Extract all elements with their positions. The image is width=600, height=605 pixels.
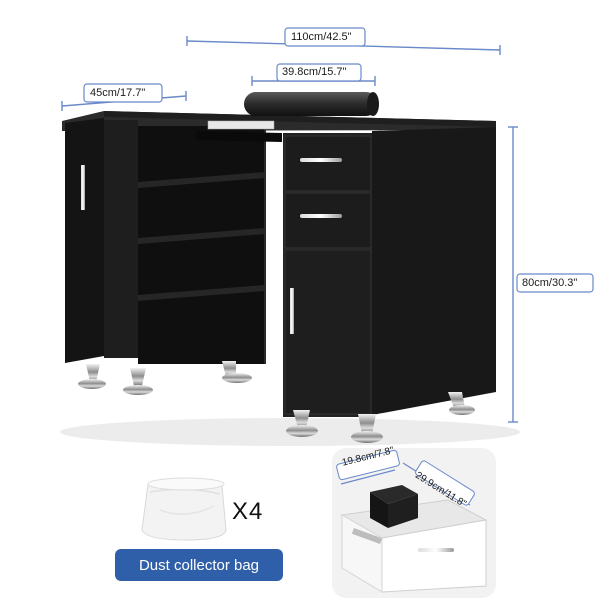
chrome-legs: [78, 361, 475, 443]
depth-dimension-label: 45cm/17.7": [90, 87, 146, 99]
second-drawer-handle: [300, 214, 342, 218]
dust-collector-bag-image: [141, 477, 227, 541]
height-dimension-label: 80cm/30.3": [522, 277, 578, 289]
right-door-handle: [290, 288, 294, 334]
left-door-handle: [81, 165, 85, 210]
arm-rest-dimension-label: 39.8cm/15.7": [282, 66, 347, 78]
desk: [62, 92, 496, 417]
dimension-label-boxes: [83, 27, 594, 293]
arm-rest-cushion: [244, 92, 378, 116]
bag-quantity-label: X4: [232, 498, 264, 525]
top-drawer-handle: [300, 158, 342, 162]
width-dimension-label: 110cm/42.5": [291, 31, 352, 43]
dust-collector-bag-label: Dust collector bag: [115, 549, 283, 581]
drawer-detail-inset: [332, 448, 496, 598]
dust-collector-vent: [207, 120, 275, 130]
